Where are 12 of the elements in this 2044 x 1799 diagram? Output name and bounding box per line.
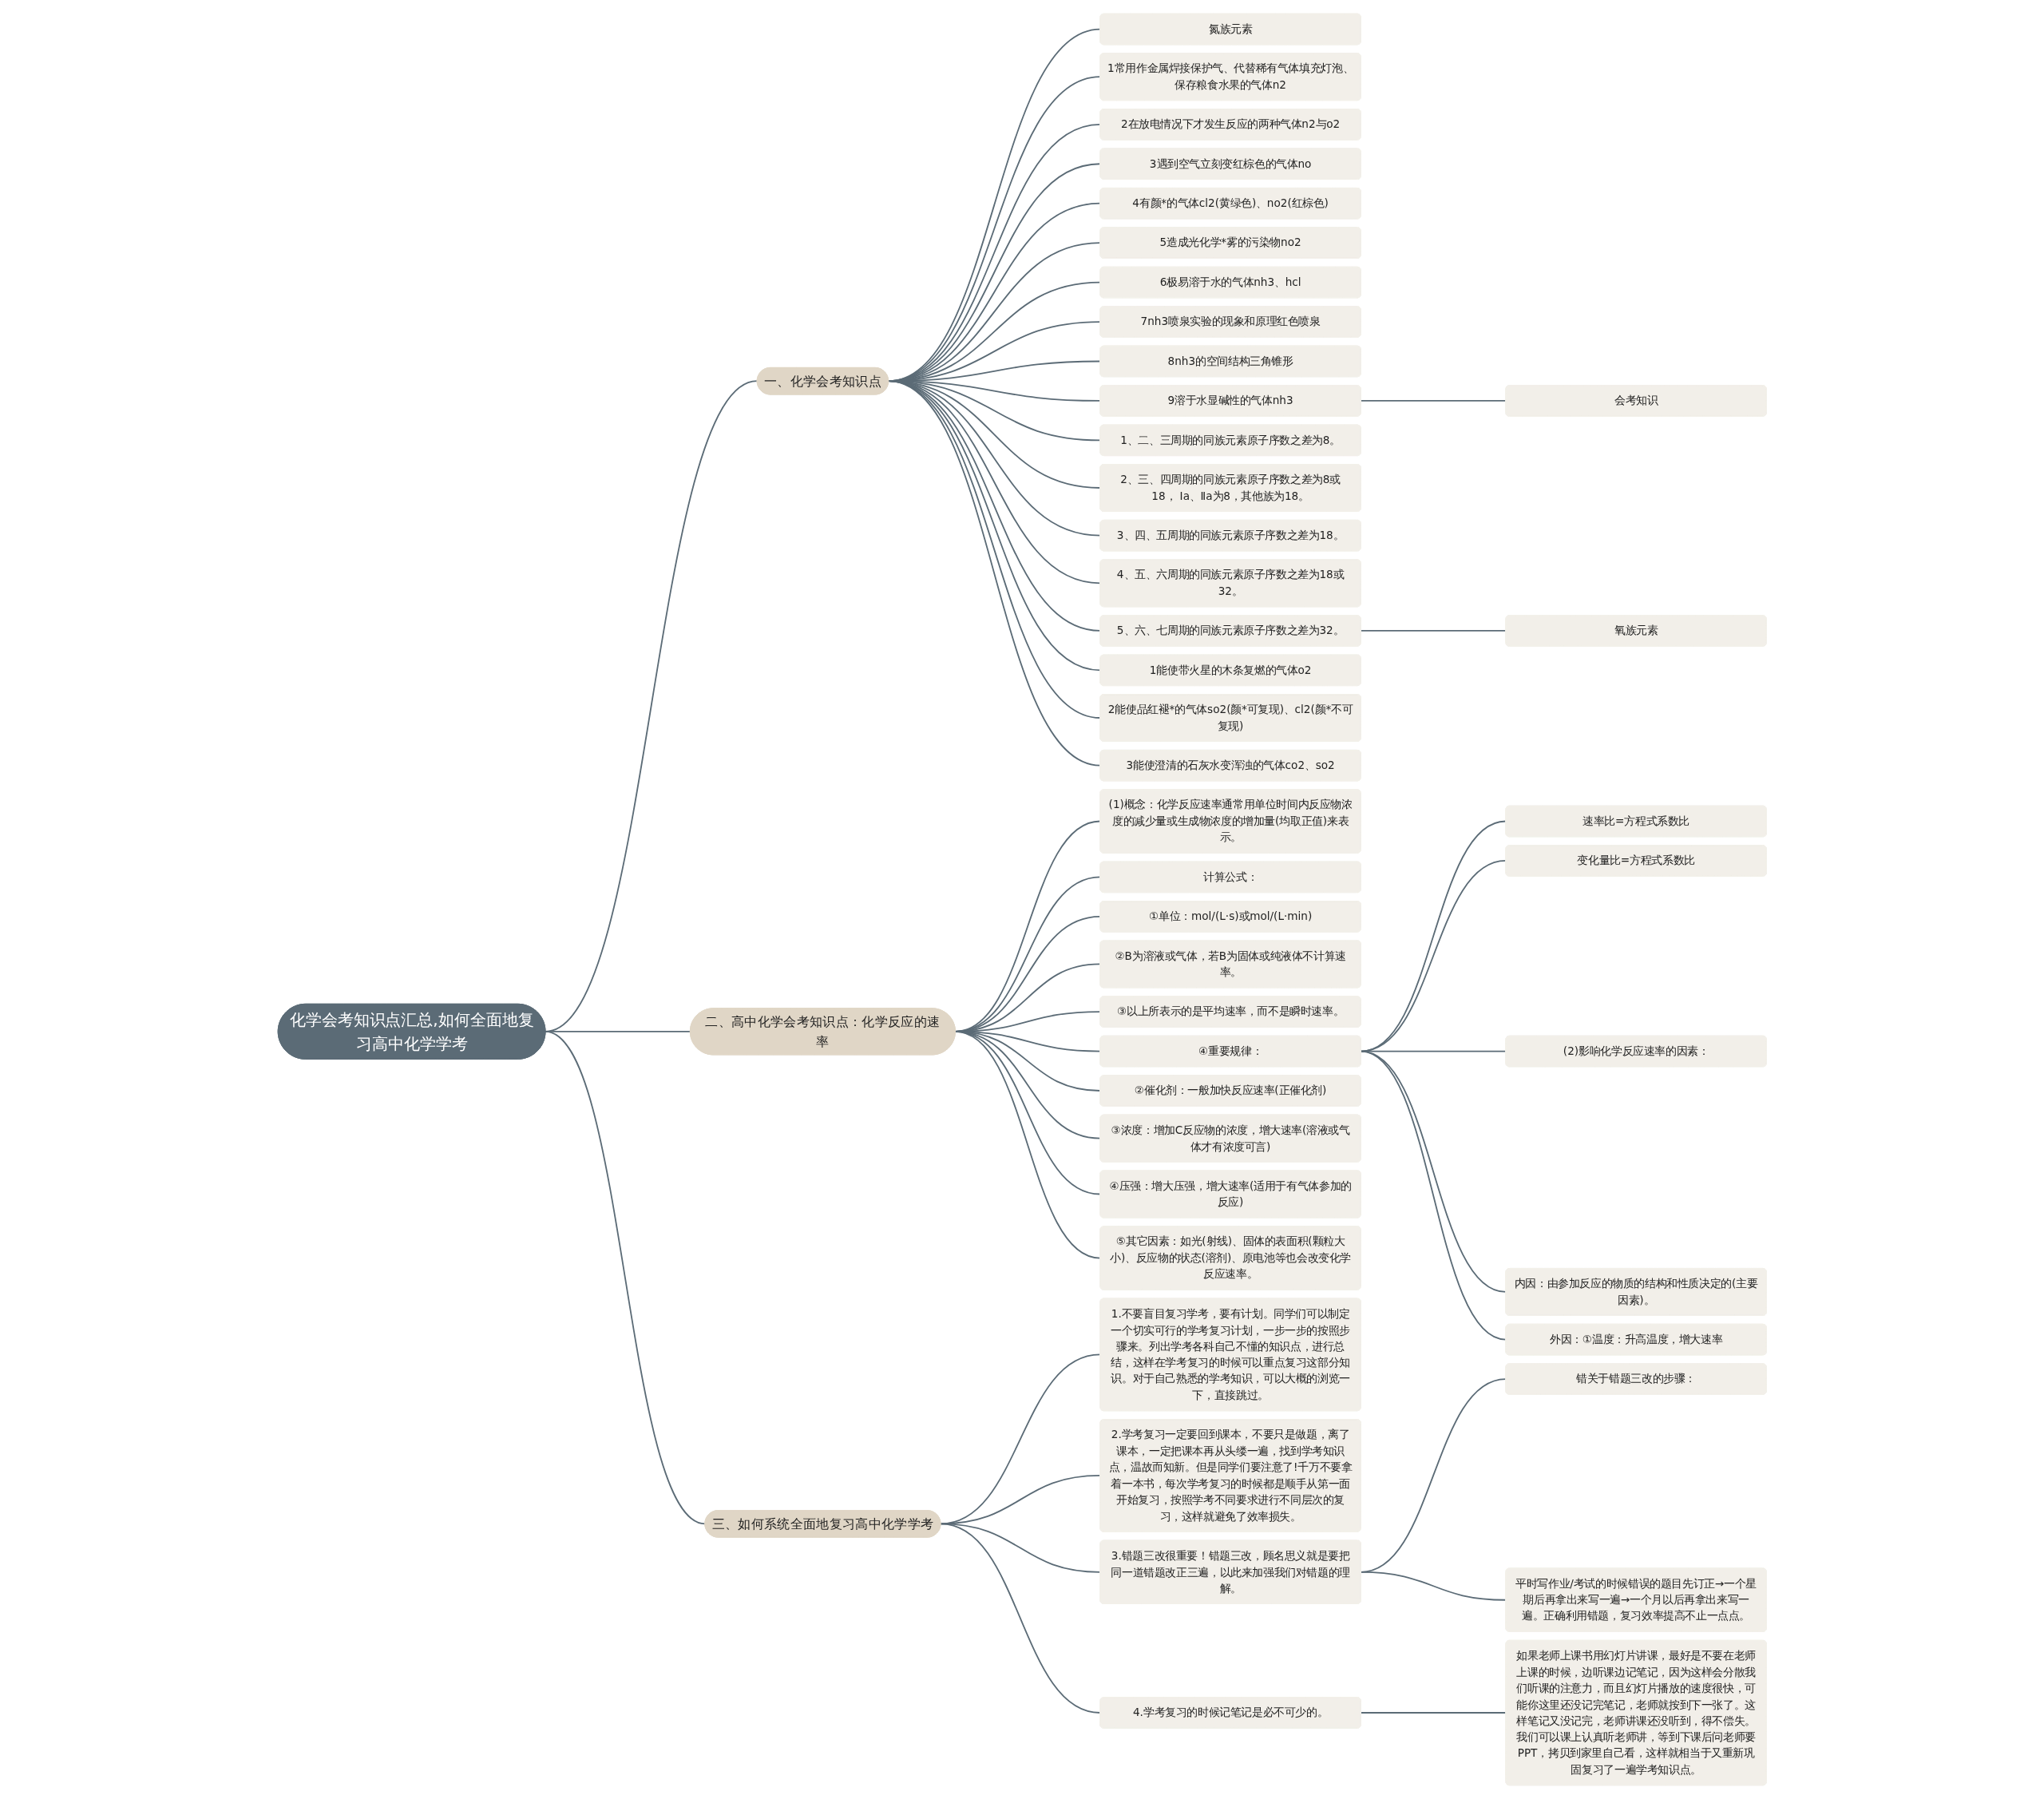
connector (954, 1030, 1101, 1259)
connector (1360, 860, 1507, 1052)
connector (1360, 630, 1507, 632)
connector (1360, 400, 1507, 402)
connector (1360, 1571, 1507, 1601)
connector (939, 1353, 1101, 1525)
connector (1360, 820, 1507, 1052)
connector (939, 1475, 1101, 1525)
connector (544, 1030, 706, 1525)
connector (939, 1523, 1101, 1714)
connector (1360, 1050, 1507, 1341)
connector (1360, 1712, 1507, 1714)
